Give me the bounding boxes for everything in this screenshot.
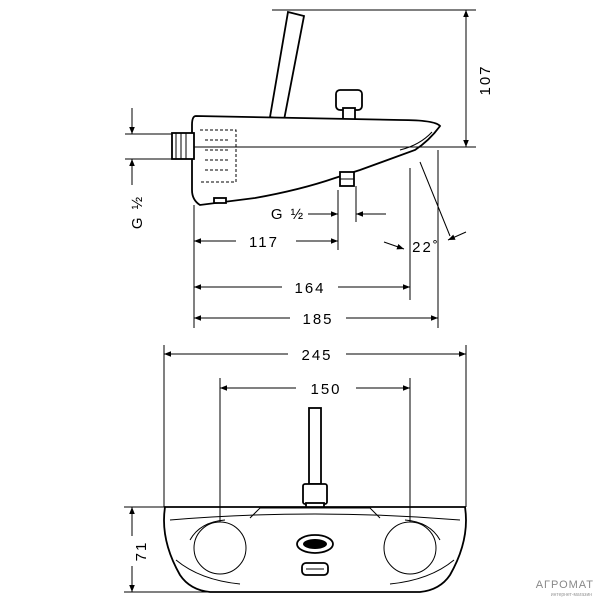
lever-handle	[268, 10, 306, 122]
dim-g-half-left: G ½	[129, 195, 146, 229]
dim-117: 117	[249, 234, 279, 251]
top-dimensions: 245 150 71	[124, 345, 467, 593]
dim-107: 107	[477, 64, 494, 95]
dim-164: 164	[294, 280, 325, 297]
dim-71: 71	[133, 541, 150, 562]
dim-150: 150	[310, 381, 341, 398]
mixer-body	[191, 115, 442, 206]
inlet-connector	[171, 132, 195, 160]
side-dimensions: 107 G ½ G ½ 117 22˚ 164 185	[125, 9, 494, 328]
top-view	[163, 407, 467, 593]
lever-stem	[308, 407, 322, 485]
watermark-sub: интернет-магазин	[550, 592, 592, 598]
watermark-brand: АГРОМАТ	[535, 579, 594, 591]
dim-245: 245	[301, 347, 332, 364]
side-view	[171, 10, 442, 206]
dim-angle: 22˚	[412, 239, 440, 256]
diverter-knob	[335, 89, 363, 111]
dim-185: 185	[302, 311, 333, 328]
dim-g-half-mid: G ½	[271, 206, 305, 223]
